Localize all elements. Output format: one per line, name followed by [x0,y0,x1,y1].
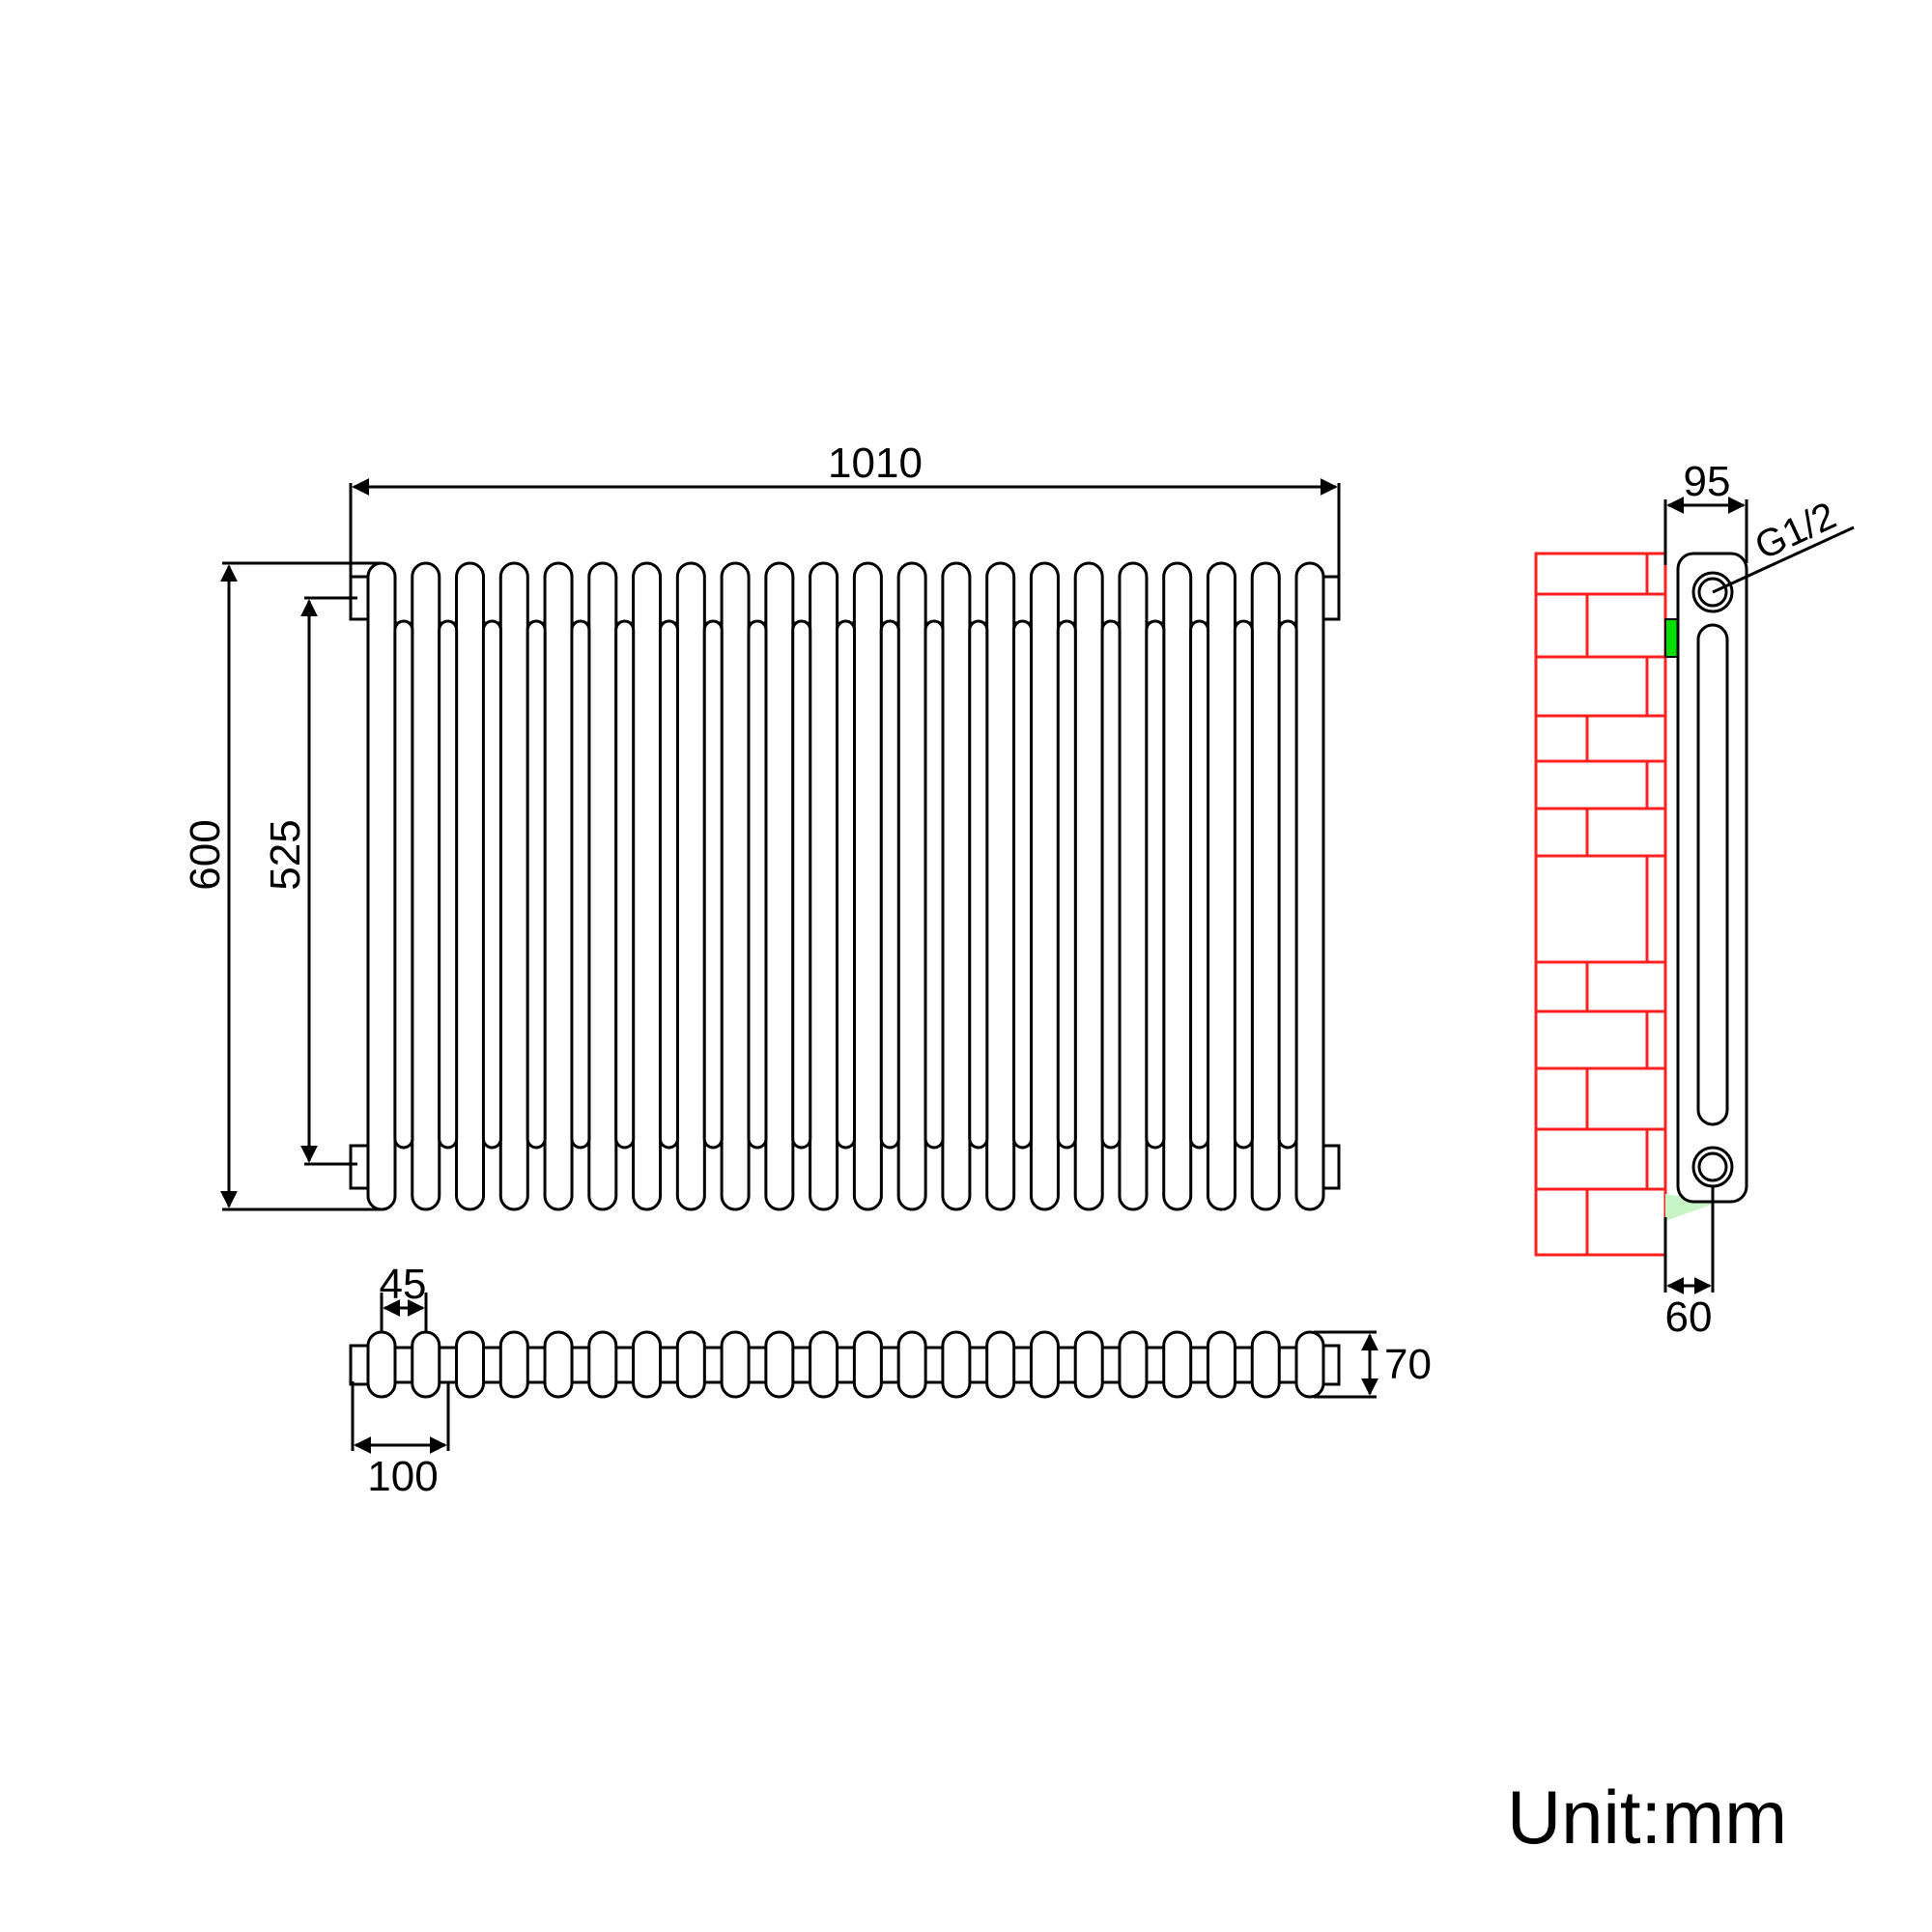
rear-column [438,619,459,1150]
radiator-column [896,561,927,1211]
column-section [764,1330,795,1399]
radiator-column [809,561,839,1211]
column-section [1250,1330,1281,1399]
rear-column [570,619,591,1150]
rear-column [879,619,900,1150]
height-dimension-label: 600 [182,819,229,890]
radiator-column [764,561,795,1211]
column-section [720,1330,751,1399]
radiator-column [985,561,1016,1211]
rear-column [1100,619,1122,1150]
side-depth-dimension-label: 95 [1684,458,1731,505]
valve-connector-bottom-left [349,1144,370,1190]
rear-column [481,619,502,1150]
brick-wall [1534,552,1667,1257]
connection-leader-line [1712,526,1855,594]
connection-size-label: G1/2 [1748,495,1842,569]
radiator-column [543,561,574,1211]
rear-column [526,619,547,1150]
column-section [411,1330,441,1399]
unit-label: Unit:mm [1507,1775,1787,1860]
top-view-columns [366,1330,1325,1399]
front-view: 1010 600 525 [182,440,1341,1211]
column-section [852,1330,883,1399]
top-view: 45 100 70 [349,1261,1432,1500]
radiator-column [632,561,663,1211]
column-section [455,1330,486,1399]
column-section [587,1330,618,1399]
rear-column [1145,619,1166,1150]
radiator-column [852,561,883,1211]
depth-dimension-label: 70 [1384,1341,1432,1388]
rear-column [1277,619,1298,1150]
column-section [1294,1330,1325,1399]
wall-gap-dimension-label: 60 [1665,1293,1713,1341]
radiator-column [587,561,618,1211]
radiator-column [720,561,751,1211]
radiator-column [1118,561,1149,1211]
rear-column [1189,619,1210,1150]
side-view: 95 G1/2 60 [1534,458,1855,1341]
column-section [1162,1330,1193,1399]
column-section [498,1330,529,1399]
column-section [809,1330,839,1399]
column-section [1206,1330,1236,1399]
width-dimension-label: 1010 [828,440,923,487]
rear-column [791,619,812,1150]
radiator-column [1073,561,1104,1211]
front-view-columns [366,561,1325,1211]
rear-column [747,619,768,1150]
wall-bracket [1664,618,1679,658]
rear-column [393,619,414,1150]
valve-connector-bottom-right [1321,1144,1341,1190]
column-section [543,1330,574,1399]
centres-dimension-label: 525 [262,819,309,890]
column-section [1029,1330,1060,1399]
radiator-side-slot [1696,623,1729,1126]
radiator-column [455,561,486,1211]
rear-column [1056,619,1077,1150]
column-section [632,1330,663,1399]
rear-column [702,619,724,1150]
rear-column [968,619,989,1150]
rear-column [836,619,856,1150]
column-section [675,1330,706,1399]
radiator-column [675,561,706,1211]
valve-connector-top-right [1321,575,1341,621]
radiator-column [941,561,972,1211]
rear-column [614,619,636,1150]
radiator-column [366,561,397,1211]
column-section [1118,1330,1149,1399]
pitch-dimension-label: 45 [380,1261,427,1308]
radiator-column [411,561,441,1211]
column-section [896,1330,927,1399]
rear-column [923,619,945,1150]
radiator-column [1206,561,1236,1211]
end-offset-dimension-label: 100 [367,1453,438,1500]
column-section [1073,1330,1104,1399]
radiator-column [1029,561,1060,1211]
column-section [366,1330,397,1399]
radiator-column [1250,561,1281,1211]
rear-column [658,619,679,1150]
rear-column [1233,619,1254,1150]
rear-column [1012,619,1034,1150]
radiator-column [1162,561,1193,1211]
radiator-column [498,561,529,1211]
column-section [985,1330,1016,1399]
radiator-column [1294,561,1325,1211]
column-section [941,1330,972,1399]
